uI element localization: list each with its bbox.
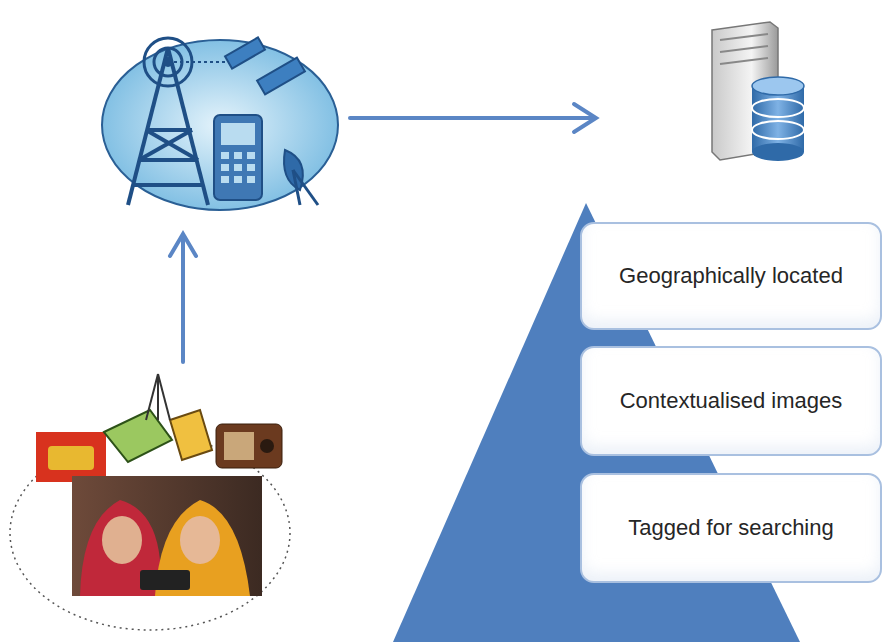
level-label: Contextualised images (610, 388, 853, 414)
pyramid-level-box: Contextualised images (580, 346, 882, 456)
media-cluster (10, 374, 290, 630)
telecom-icon (102, 37, 338, 210)
pyramid-level-box: Tagged for searching (580, 473, 882, 583)
level-label: Tagged for searching (618, 515, 843, 541)
flow-arrow (350, 104, 596, 132)
pyramid-level-box: Geographically located (580, 222, 882, 330)
flow-arrow (170, 234, 196, 362)
server-icon (712, 22, 804, 161)
level-label: Geographically located (609, 263, 853, 289)
